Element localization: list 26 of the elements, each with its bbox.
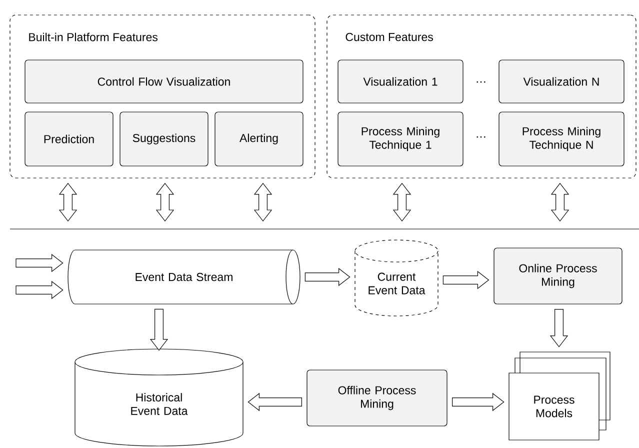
block-arrow xyxy=(150,308,168,351)
block-arrow xyxy=(248,392,302,412)
block-arrow xyxy=(304,268,350,286)
process-box: Offline Process Mining xyxy=(306,370,448,426)
process-box: Control Flow Visualization xyxy=(24,60,304,104)
group-title: Built-in Platform Features xyxy=(29,32,158,42)
block-arrow xyxy=(452,392,504,412)
database-cylinder: Current Event Data xyxy=(354,240,438,316)
process-box: Process Mining Technique N xyxy=(498,112,624,166)
process-box: Visualization 1 xyxy=(338,60,464,104)
database-cylinder: Historical Event Data xyxy=(74,348,244,446)
process-box: Alerting xyxy=(214,112,304,166)
process-box: Prediction xyxy=(24,112,114,166)
ellipsis: … xyxy=(476,136,486,138)
block-arrow xyxy=(16,280,64,300)
block-arrow xyxy=(16,254,64,272)
process-box: Visualization N xyxy=(498,60,624,104)
block-arrow xyxy=(442,270,490,290)
process-box: Online Process Mining xyxy=(494,248,622,304)
block-arrow xyxy=(550,309,568,348)
process-box: Process Mining Technique 1 xyxy=(338,112,464,166)
stream-cylinder: Event Data Stream xyxy=(68,250,300,304)
group-title: Custom Features xyxy=(346,32,433,42)
ellipsis: … xyxy=(476,81,486,83)
document-stack: Process Models xyxy=(508,352,610,440)
process-box: Suggestions xyxy=(120,112,208,166)
